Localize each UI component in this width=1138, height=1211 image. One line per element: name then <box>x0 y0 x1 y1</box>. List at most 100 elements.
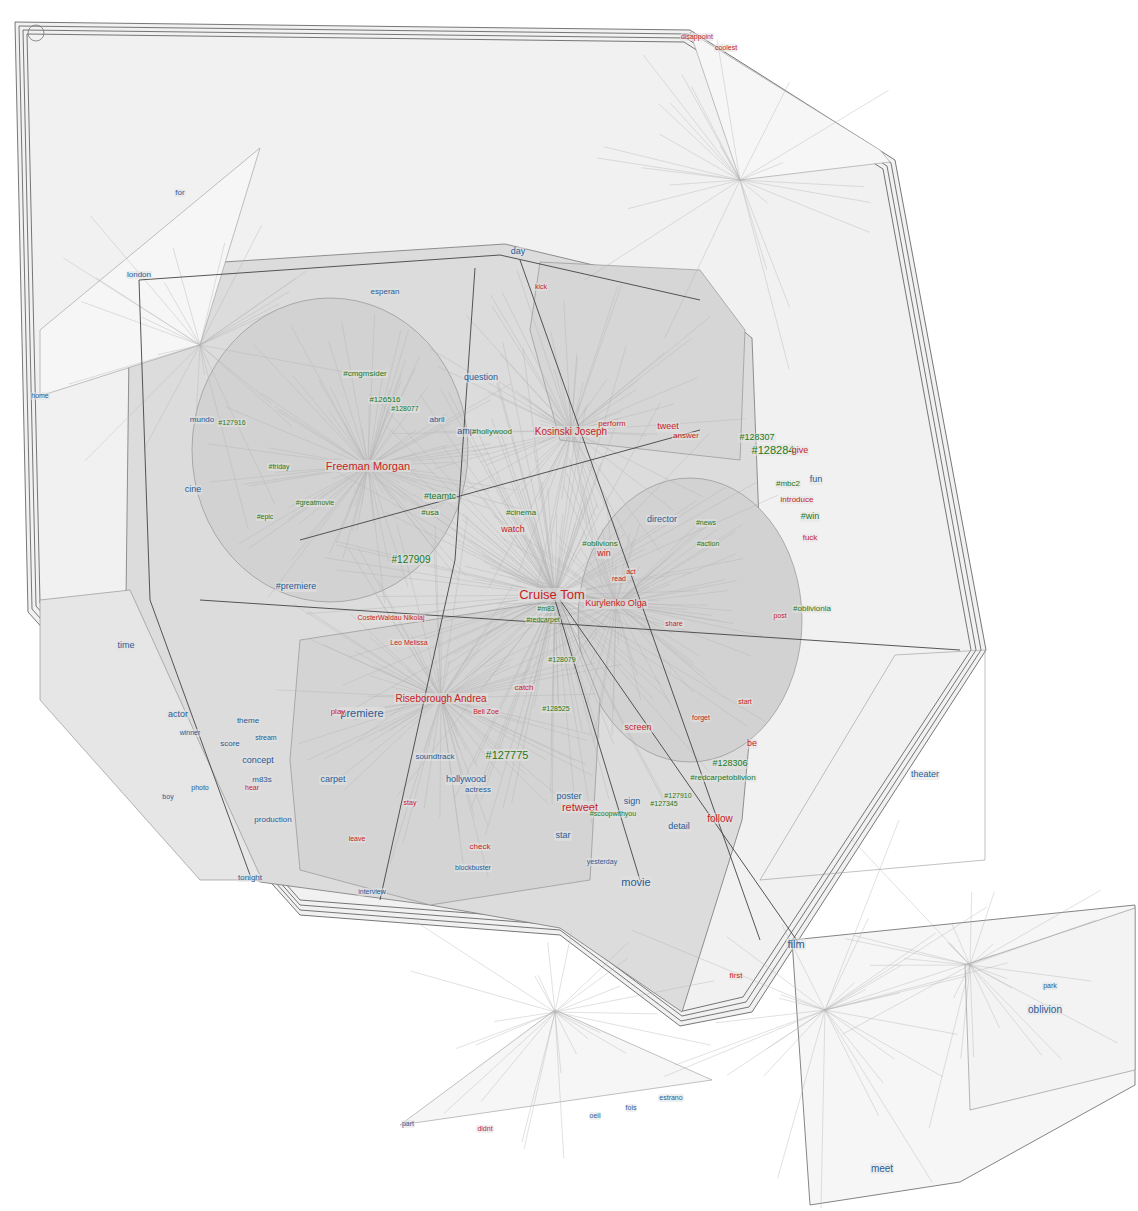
spoke-line <box>555 942 629 1012</box>
word-label: #128306 <box>711 759 748 769</box>
edge-spokes <box>63 39 1117 1208</box>
word-label: estrano <box>658 1094 683 1102</box>
spoke-line <box>763 1010 825 1077</box>
word-label: theater <box>910 770 940 780</box>
spoke-line <box>825 919 868 1010</box>
word-label: mundo <box>189 416 215 425</box>
spoke-line <box>555 1012 600 1033</box>
word-label: premiere <box>339 707 384 719</box>
word-label: read <box>611 575 627 583</box>
spoke-line <box>825 954 995 1010</box>
spoke-line <box>552 595 555 805</box>
spoke-line <box>417 922 555 1012</box>
spoke-line <box>571 383 583 431</box>
spoke-line <box>441 698 593 776</box>
spoke-line <box>200 271 307 345</box>
word-label: part <box>401 1120 415 1128</box>
outer-hull <box>23 30 976 1016</box>
spoke-line <box>536 431 571 593</box>
cluster-hull <box>530 262 745 460</box>
spoke-line <box>368 466 459 580</box>
spoke-line <box>340 595 555 717</box>
spoke-line <box>664 1010 825 1077</box>
spoke-line <box>571 431 602 587</box>
spoke-line <box>825 1010 879 1116</box>
word-label: actor <box>167 710 189 720</box>
spoke-line <box>782 925 825 1010</box>
word-label: Riseborough Andrea <box>394 693 487 704</box>
spoke-line <box>675 1010 825 1065</box>
spoke-line <box>522 1012 555 1142</box>
spoke-line <box>555 487 725 595</box>
spoke-line <box>571 284 622 431</box>
spoke-line <box>616 604 705 675</box>
word-label: #scoopwithyou <box>589 810 637 818</box>
word-label: #127916 <box>217 419 246 427</box>
word-label: perform <box>597 420 627 429</box>
spoke-line <box>441 698 466 751</box>
spoke-line <box>144 345 200 449</box>
spoke-line <box>825 1010 883 1083</box>
spoke-line <box>253 344 368 466</box>
spoke-line <box>642 168 740 180</box>
word-label: #128079 <box>547 656 576 664</box>
word-label: home <box>30 392 50 400</box>
word-label: interview <box>357 888 387 896</box>
word-label: actress <box>464 786 492 795</box>
spoke-line <box>616 525 742 604</box>
spoke-line <box>616 517 705 604</box>
spoke-line <box>691 87 740 181</box>
spoke-line <box>572 604 616 671</box>
spoke-line <box>555 986 620 1012</box>
spoke-line <box>929 965 970 1128</box>
spoke-line <box>659 104 740 180</box>
word-label: #greatmovie <box>295 499 336 507</box>
word-label: introduce <box>780 496 815 505</box>
word-label: post <box>772 612 787 620</box>
spoke-line <box>740 90 889 180</box>
word-label: day <box>510 247 527 257</box>
spoke-line <box>330 387 368 466</box>
spoke-line <box>535 976 555 1012</box>
spoke-line <box>555 595 593 831</box>
spoke-line <box>571 431 662 553</box>
spoke-line <box>614 604 617 711</box>
spoke-line <box>441 698 549 804</box>
spoke-line <box>456 1012 555 1049</box>
spoke-line <box>420 395 555 595</box>
spoke-line <box>569 457 616 604</box>
spoke-line <box>441 389 556 595</box>
word-label: fun <box>809 475 824 485</box>
spoke-line <box>571 286 618 431</box>
spoke-line <box>484 604 616 668</box>
spoke-line <box>825 1010 895 1059</box>
spoke-line <box>616 604 694 663</box>
word-label: CosterWaldau Nikolaj <box>356 614 425 622</box>
spoke-line <box>337 698 441 780</box>
spoke-line <box>555 595 709 771</box>
word-label: sign <box>623 797 642 807</box>
spoke-line <box>954 965 970 998</box>
spoke-line <box>343 466 368 558</box>
fan-hull <box>792 905 1135 1205</box>
word-label: hollywood <box>445 775 487 785</box>
word-label: disappoint <box>680 33 714 41</box>
hub-link <box>300 430 700 540</box>
spoke-line <box>616 532 735 604</box>
spoke-line <box>534 446 555 595</box>
spoke-line <box>538 975 555 1012</box>
spoke-line <box>502 431 571 504</box>
spoke-line <box>548 943 555 1013</box>
spoke-line <box>825 963 1008 1010</box>
spoke-line <box>517 271 571 431</box>
word-label: #redcarpet <box>525 616 560 624</box>
spoke-line <box>564 301 571 431</box>
word-label: stay <box>403 799 418 807</box>
spoke-line <box>441 615 547 698</box>
word-label: movie <box>620 876 651 888</box>
spoke-line <box>336 466 368 543</box>
word-label: concept <box>241 756 275 766</box>
spoke-line <box>495 379 571 432</box>
spoke-line <box>825 933 936 1010</box>
word-label: film <box>786 938 805 950</box>
